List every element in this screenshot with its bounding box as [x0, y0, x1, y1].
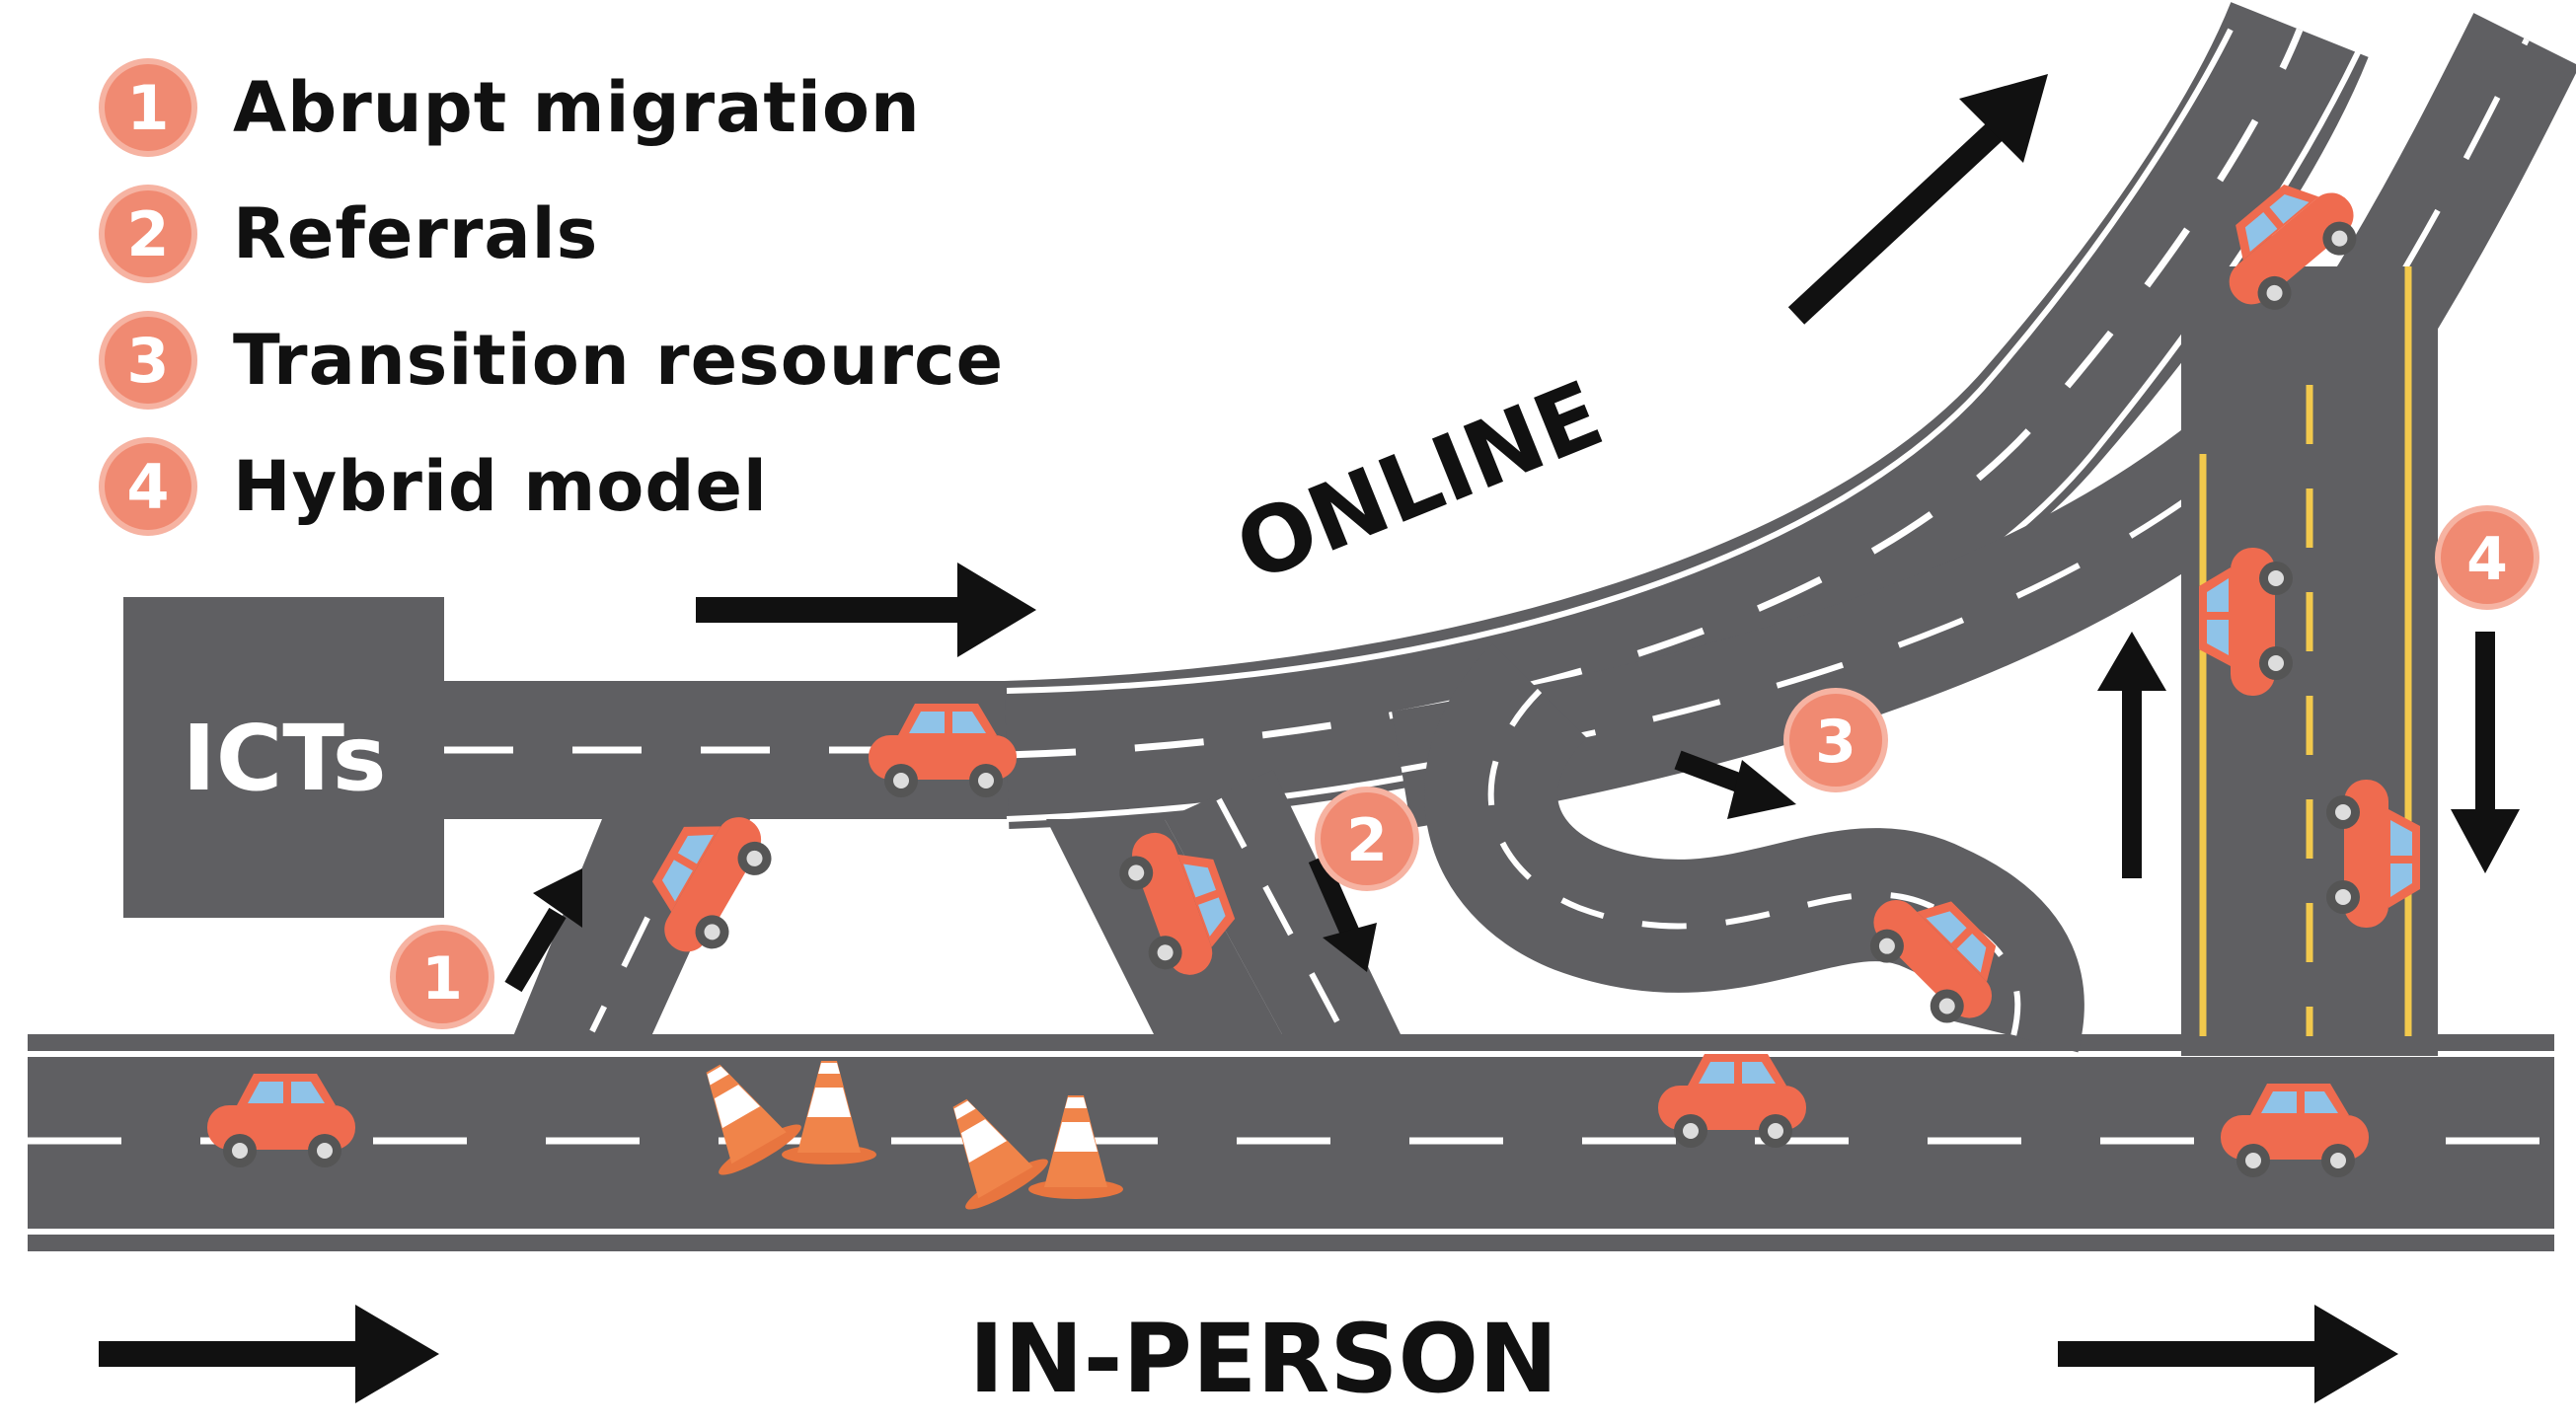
legend-item-transition-resource: 3 Transition resource [99, 297, 1004, 423]
icts-box [123, 597, 444, 918]
legend-label: Transition resource [233, 320, 1005, 401]
legend-label: Referrals [233, 193, 599, 274]
icts-label: ICTs [182, 706, 386, 811]
svg-text:2: 2 [1346, 806, 1388, 875]
svg-text:1: 1 [421, 944, 463, 1014]
legend-label: Abrupt migration [233, 67, 921, 148]
svg-text:3: 3 [1815, 708, 1856, 777]
legend-item-abrupt-migration: 1 Abrupt migration [99, 44, 1004, 171]
legend-item-hybrid-model: 4 Hybrid model [99, 423, 1004, 550]
legend-item-referrals: 2 Referrals [99, 171, 1004, 297]
arrow-migration [504, 868, 582, 993]
marker-referrals: 2 [1315, 787, 1419, 891]
arrow-online-right [696, 563, 1036, 657]
arrow-inperson-left [99, 1305, 439, 1403]
online-label: ONLINE [1222, 361, 1617, 603]
marker-transition-resource: 3 [1783, 688, 1888, 792]
arrow-hybrid-down [2451, 632, 2520, 873]
svg-text:4: 4 [2466, 525, 2508, 594]
referrals-ramp-right [1165, 770, 1402, 1036]
arrow-hybrid-up [2097, 632, 2166, 878]
in-person-label: IN-PERSON [969, 1304, 1558, 1414]
arrow-referrals [1308, 854, 1377, 972]
legend-label: Hybrid model [233, 446, 768, 527]
arrow-online-upright [1787, 74, 2048, 325]
marker-abrupt-migration: 1 [390, 925, 494, 1029]
arrow-transition [1674, 750, 1796, 819]
legend: 1 Abrupt migration 2 Referrals 3 Transit… [99, 44, 1004, 550]
legend-badge: 2 [99, 185, 197, 283]
legend-badge: 3 [99, 311, 197, 410]
arrow-inperson-right [2058, 1305, 2398, 1403]
legend-badge: 4 [99, 437, 197, 536]
legend-badge: 1 [99, 58, 197, 157]
marker-hybrid-model: 4 [2435, 505, 2539, 610]
